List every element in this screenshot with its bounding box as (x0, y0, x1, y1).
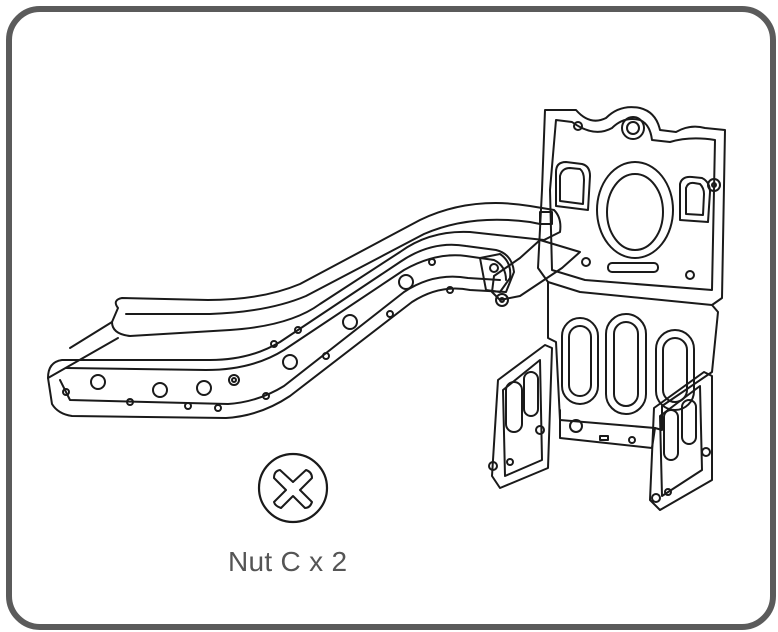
part-label: Nut C x 2 (228, 546, 348, 577)
swing-arm-icon (47, 202, 581, 419)
nut-c-icon (257, 452, 329, 524)
wall-bracket-icon (537, 106, 726, 306)
lower-bracket (488, 281, 719, 511)
